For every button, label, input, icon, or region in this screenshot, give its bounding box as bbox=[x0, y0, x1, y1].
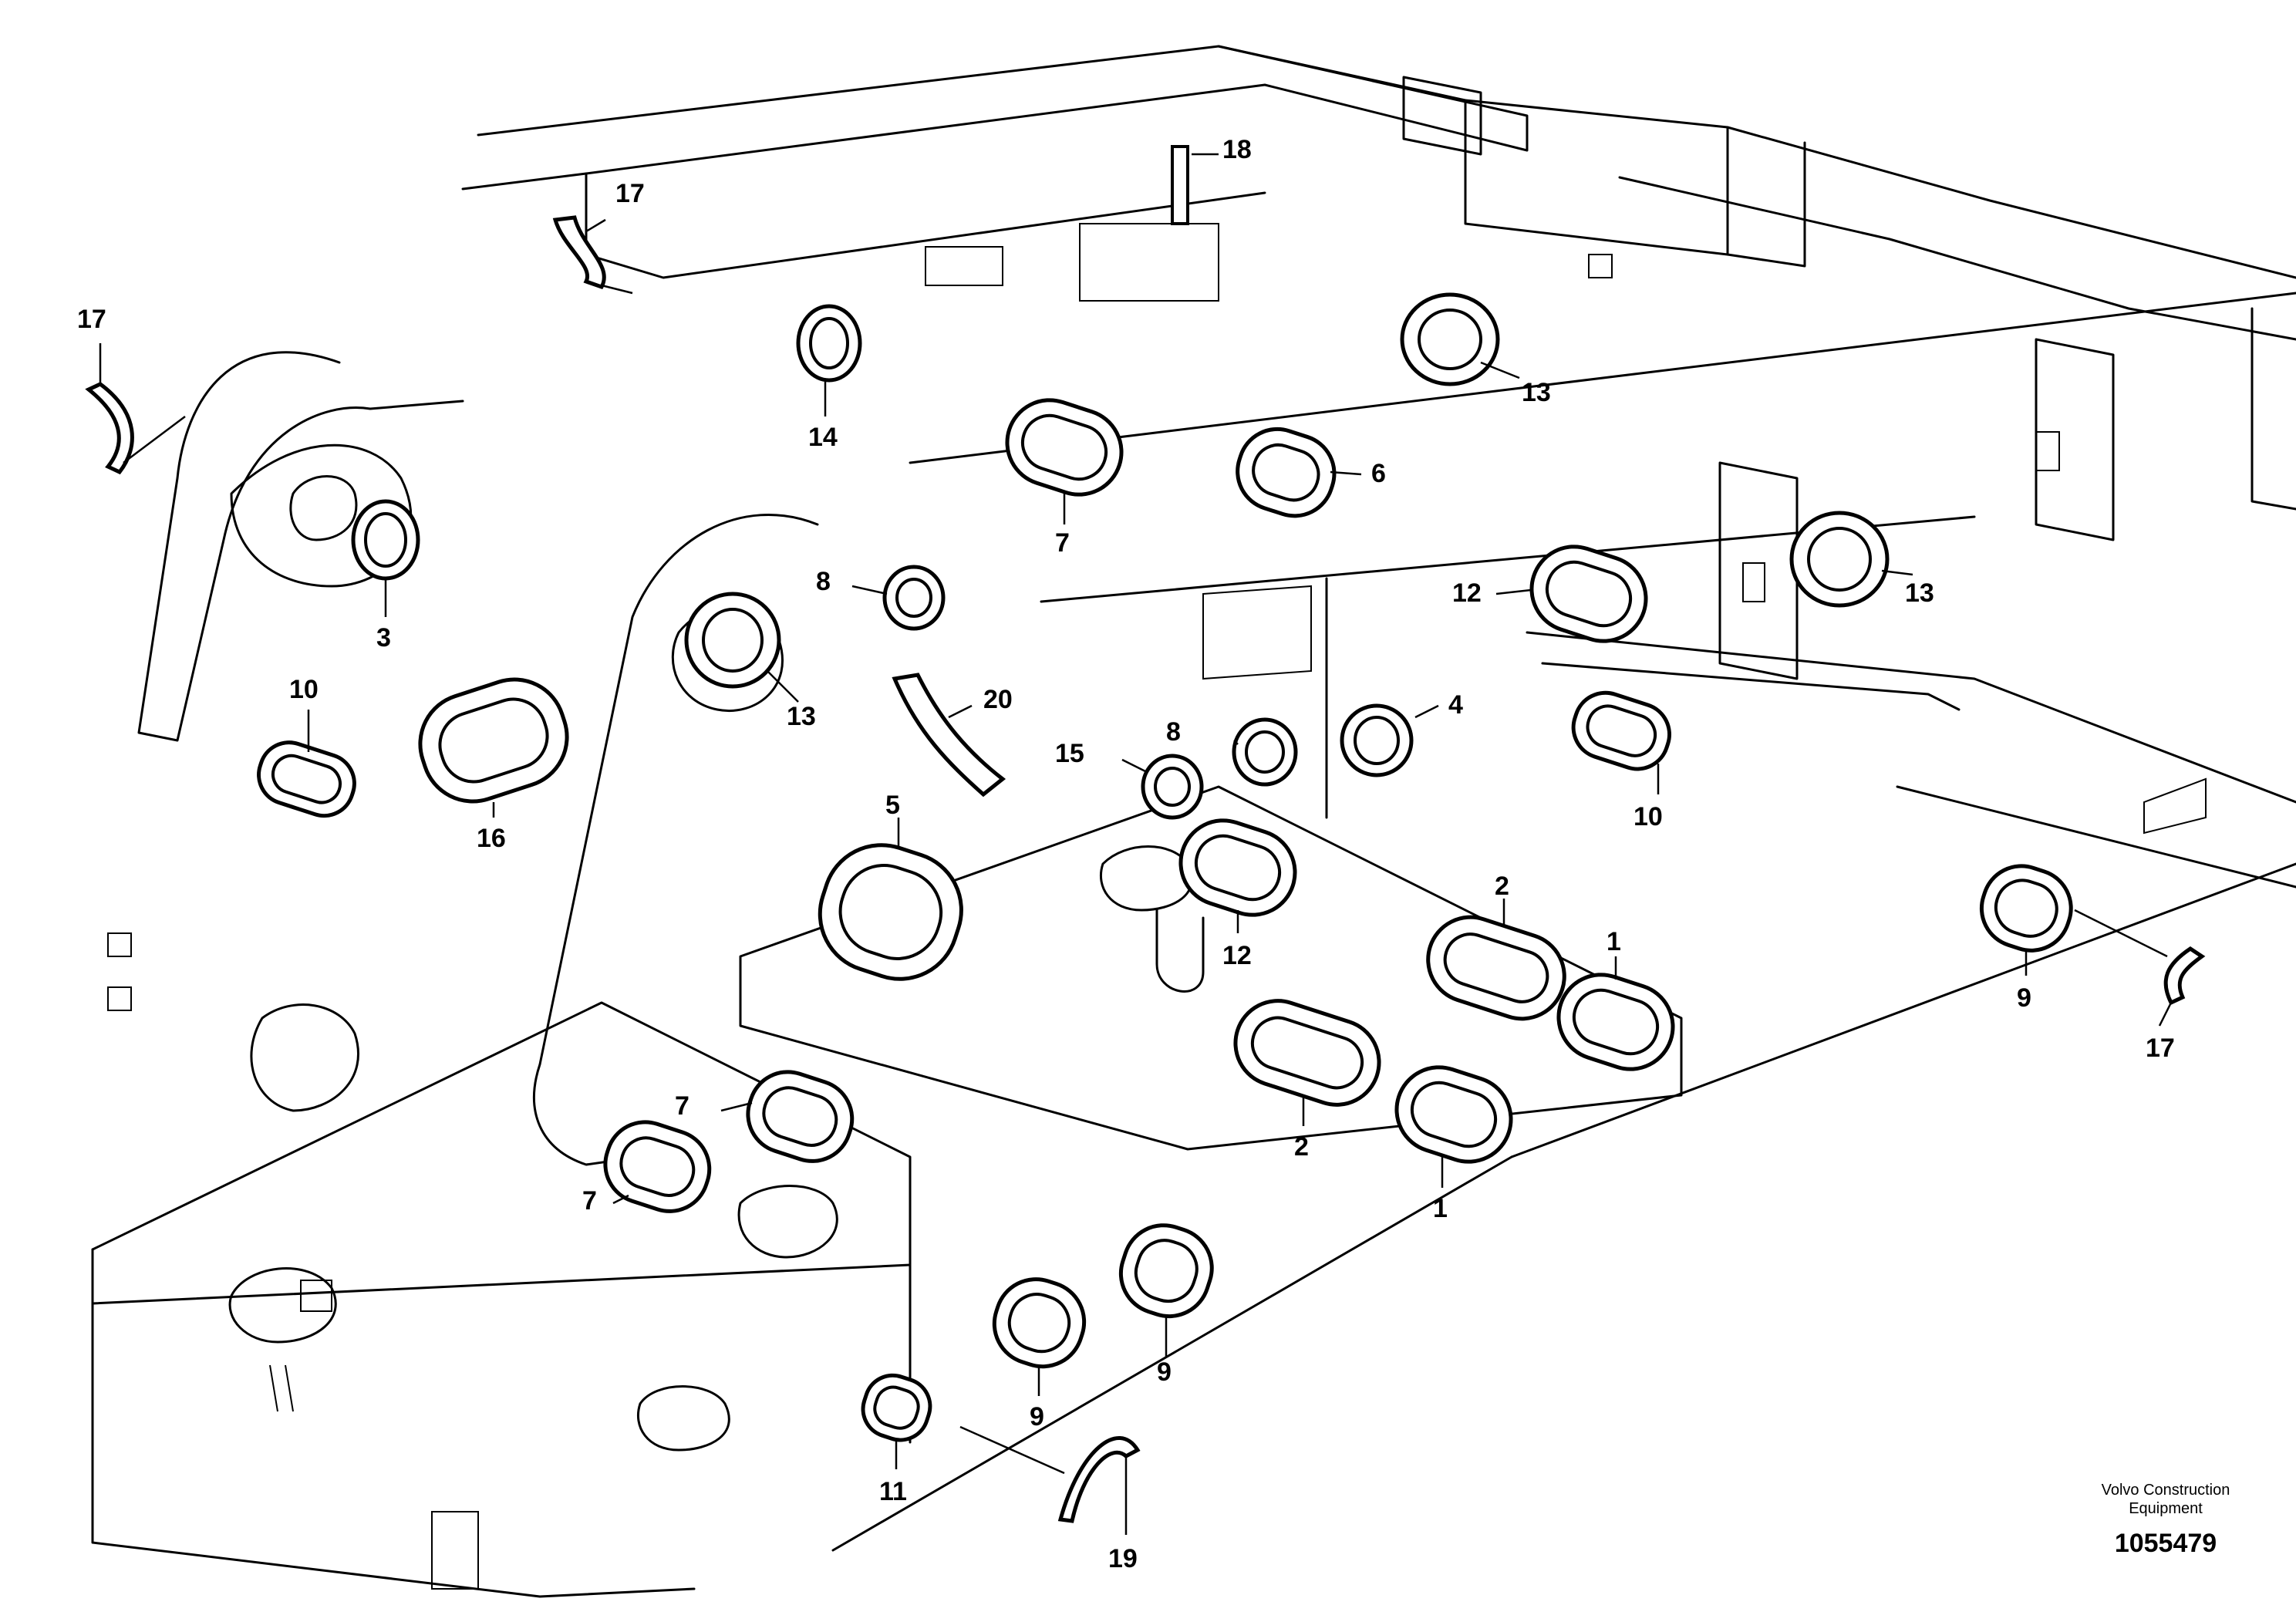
callout-7: 7 bbox=[675, 1091, 689, 1121]
grommet-12-right bbox=[1529, 545, 1648, 643]
grommet-9-right bbox=[1979, 864, 2073, 953]
parts bbox=[85, 145, 2206, 1523]
grommet-3 bbox=[351, 499, 420, 581]
leader-lines bbox=[99, 153, 2173, 1535]
grommet-14 bbox=[796, 304, 862, 383]
strip-18 bbox=[1171, 145, 1189, 225]
callout-14: 14 bbox=[808, 423, 838, 452]
callout-8: 8 bbox=[816, 567, 831, 596]
callout-19: 19 bbox=[1108, 1544, 1138, 1573]
callout-9: 9 bbox=[2017, 983, 2031, 1013]
edge-protector-19 bbox=[1057, 1436, 1141, 1523]
grommet-7-top bbox=[1005, 398, 1124, 497]
grommet-8-upper bbox=[882, 565, 946, 631]
grommet-12-left bbox=[1178, 818, 1297, 917]
callout-16: 16 bbox=[477, 824, 506, 853]
grommet-13-left bbox=[684, 592, 781, 689]
grommet-10-right bbox=[1571, 690, 1671, 771]
callout-1: 1 bbox=[1607, 927, 1621, 956]
grommet-9-center bbox=[1118, 1223, 1214, 1319]
grommet-2-right bbox=[1426, 915, 1566, 1021]
callout-18: 18 bbox=[1222, 135, 1252, 164]
credit-line-1: Volvo Construction bbox=[2102, 1482, 2230, 1499]
grommet-8-lower bbox=[1232, 717, 1298, 787]
credit-line-2: Equipment bbox=[2129, 1500, 2203, 1517]
grommet-13-upper bbox=[1400, 292, 1500, 386]
grommet-11 bbox=[861, 1373, 932, 1442]
callout-5: 5 bbox=[885, 791, 900, 820]
callout-9: 9 bbox=[1030, 1402, 1044, 1431]
grommet-1-left bbox=[1394, 1065, 1513, 1164]
grommet-15 bbox=[1141, 754, 1204, 820]
grommet-6 bbox=[1236, 427, 1337, 518]
edge-protector-17-left bbox=[85, 382, 134, 475]
edge-protector-17-right bbox=[2163, 946, 2206, 1006]
callout-7: 7 bbox=[582, 1186, 597, 1216]
callout-8: 8 bbox=[1166, 717, 1181, 747]
grommet-7-bottom bbox=[603, 1120, 712, 1213]
callout-17: 17 bbox=[2146, 1034, 2175, 1063]
grommet-13-right bbox=[1789, 511, 1890, 608]
grommet-4 bbox=[1340, 703, 1414, 777]
callout-13: 13 bbox=[787, 702, 816, 731]
callout-4: 4 bbox=[1448, 690, 1463, 720]
edge-protector-17-top bbox=[552, 215, 606, 290]
grommet-1-right bbox=[1556, 973, 1675, 1071]
callout-17: 17 bbox=[77, 305, 106, 334]
callout-10: 10 bbox=[1633, 802, 1663, 831]
callout-20: 20 bbox=[983, 685, 1013, 714]
callout-6: 6 bbox=[1371, 459, 1386, 488]
grommet-5 bbox=[818, 843, 963, 981]
callout-12: 12 bbox=[1222, 941, 1252, 970]
callout-2: 2 bbox=[1294, 1132, 1309, 1162]
callout-3: 3 bbox=[376, 623, 391, 653]
callout-11: 11 bbox=[879, 1477, 907, 1506]
grommet-7-middle bbox=[746, 1070, 855, 1163]
callout-2: 2 bbox=[1495, 872, 1509, 901]
grommet-9-left bbox=[992, 1277, 1087, 1369]
hose-20 bbox=[892, 673, 1006, 798]
document-number: 1055479 bbox=[2115, 1529, 2217, 1558]
grommet-10-left bbox=[257, 740, 356, 818]
callout-10: 10 bbox=[289, 675, 319, 704]
callout-13: 13 bbox=[1905, 578, 1934, 608]
credit-block: Volvo Construction Equipment 1055479 bbox=[2102, 1482, 2230, 1558]
grommet-2-left bbox=[1233, 999, 1381, 1107]
frame-structure bbox=[91, 45, 2296, 1598]
callout-numbers: 1 1 2 2 3 4 5 6 7 7 7 8 8 9 9 9 10 10 11… bbox=[77, 135, 2175, 1573]
callout-17: 17 bbox=[615, 179, 645, 208]
callout-12: 12 bbox=[1452, 578, 1482, 608]
callout-9: 9 bbox=[1157, 1357, 1172, 1387]
grommet-16 bbox=[418, 677, 569, 804]
callout-7: 7 bbox=[1055, 528, 1070, 558]
callout-13: 13 bbox=[1522, 378, 1551, 407]
callout-1: 1 bbox=[1433, 1194, 1448, 1223]
callout-15: 15 bbox=[1055, 739, 1084, 768]
